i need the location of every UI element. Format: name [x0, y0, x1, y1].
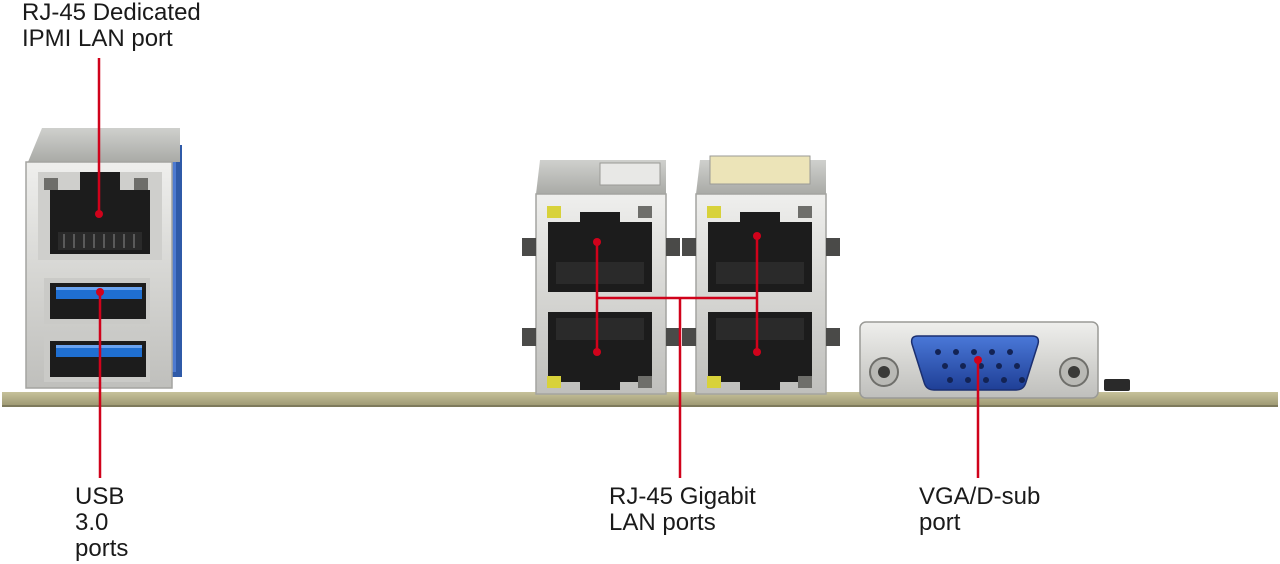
- led-indicator-icon: [638, 206, 652, 218]
- callout-dots: [95, 210, 982, 364]
- callout-lan-line-1: RJ-45 Gigabit: [609, 483, 756, 510]
- led-indicator-icon: [707, 206, 721, 218]
- led-indicator-icon: [638, 376, 652, 388]
- callout-lines: [97, 58, 980, 478]
- lan-module-right: [682, 155, 840, 395]
- usb3-port-icon: [44, 278, 150, 324]
- callout-usb-line-3: ports: [75, 535, 129, 562]
- callout-label-usb: USB 3.0 ports: [75, 484, 128, 562]
- screw-post-icon: [869, 357, 899, 387]
- usb3-port-icon: [44, 336, 150, 382]
- callout-usb-line-2: 3.0: [75, 509, 109, 536]
- lan-module-left: [522, 160, 680, 395]
- callout-label-ipmi: RJ-45 Dedicated IPMI LAN port: [22, 0, 201, 52]
- led-indicator-icon: [44, 178, 58, 190]
- callout-vga-line-1: VGA/D-sub: [919, 483, 1041, 510]
- led-indicator-icon: [547, 376, 561, 388]
- ipmi-rj45-icon: [38, 172, 162, 260]
- led-indicator-icon: [547, 206, 561, 218]
- led-indicator-icon: [707, 376, 721, 388]
- pcb-edge: [2, 405, 1278, 407]
- smd-component: [1104, 379, 1130, 391]
- rj45-lan-port-icon: [547, 206, 652, 292]
- ipmi-usb-stack: [25, 128, 182, 389]
- led-indicator-icon: [798, 206, 812, 218]
- callout-usb-line-1: USB: [75, 483, 125, 510]
- screw-post-icon: [1059, 357, 1089, 387]
- callout-ipmi-line-2: IPMI LAN port: [22, 25, 173, 52]
- callout-label-vga: VGA/D-sub port: [919, 484, 1040, 536]
- rj45-lan-port-icon: [707, 312, 812, 390]
- callout-label-lan: RJ-45 Gigabit LAN ports: [609, 484, 756, 536]
- callout-ipmi-line-1: RJ-45 Dedicated: [22, 0, 201, 26]
- callout-vga-line-2: port: [919, 509, 961, 536]
- callout-lan-line-2: LAN ports: [609, 509, 716, 536]
- led-indicator-icon: [134, 178, 148, 190]
- led-indicator-icon: [798, 376, 812, 388]
- rj45-lan-port-icon: [547, 312, 652, 390]
